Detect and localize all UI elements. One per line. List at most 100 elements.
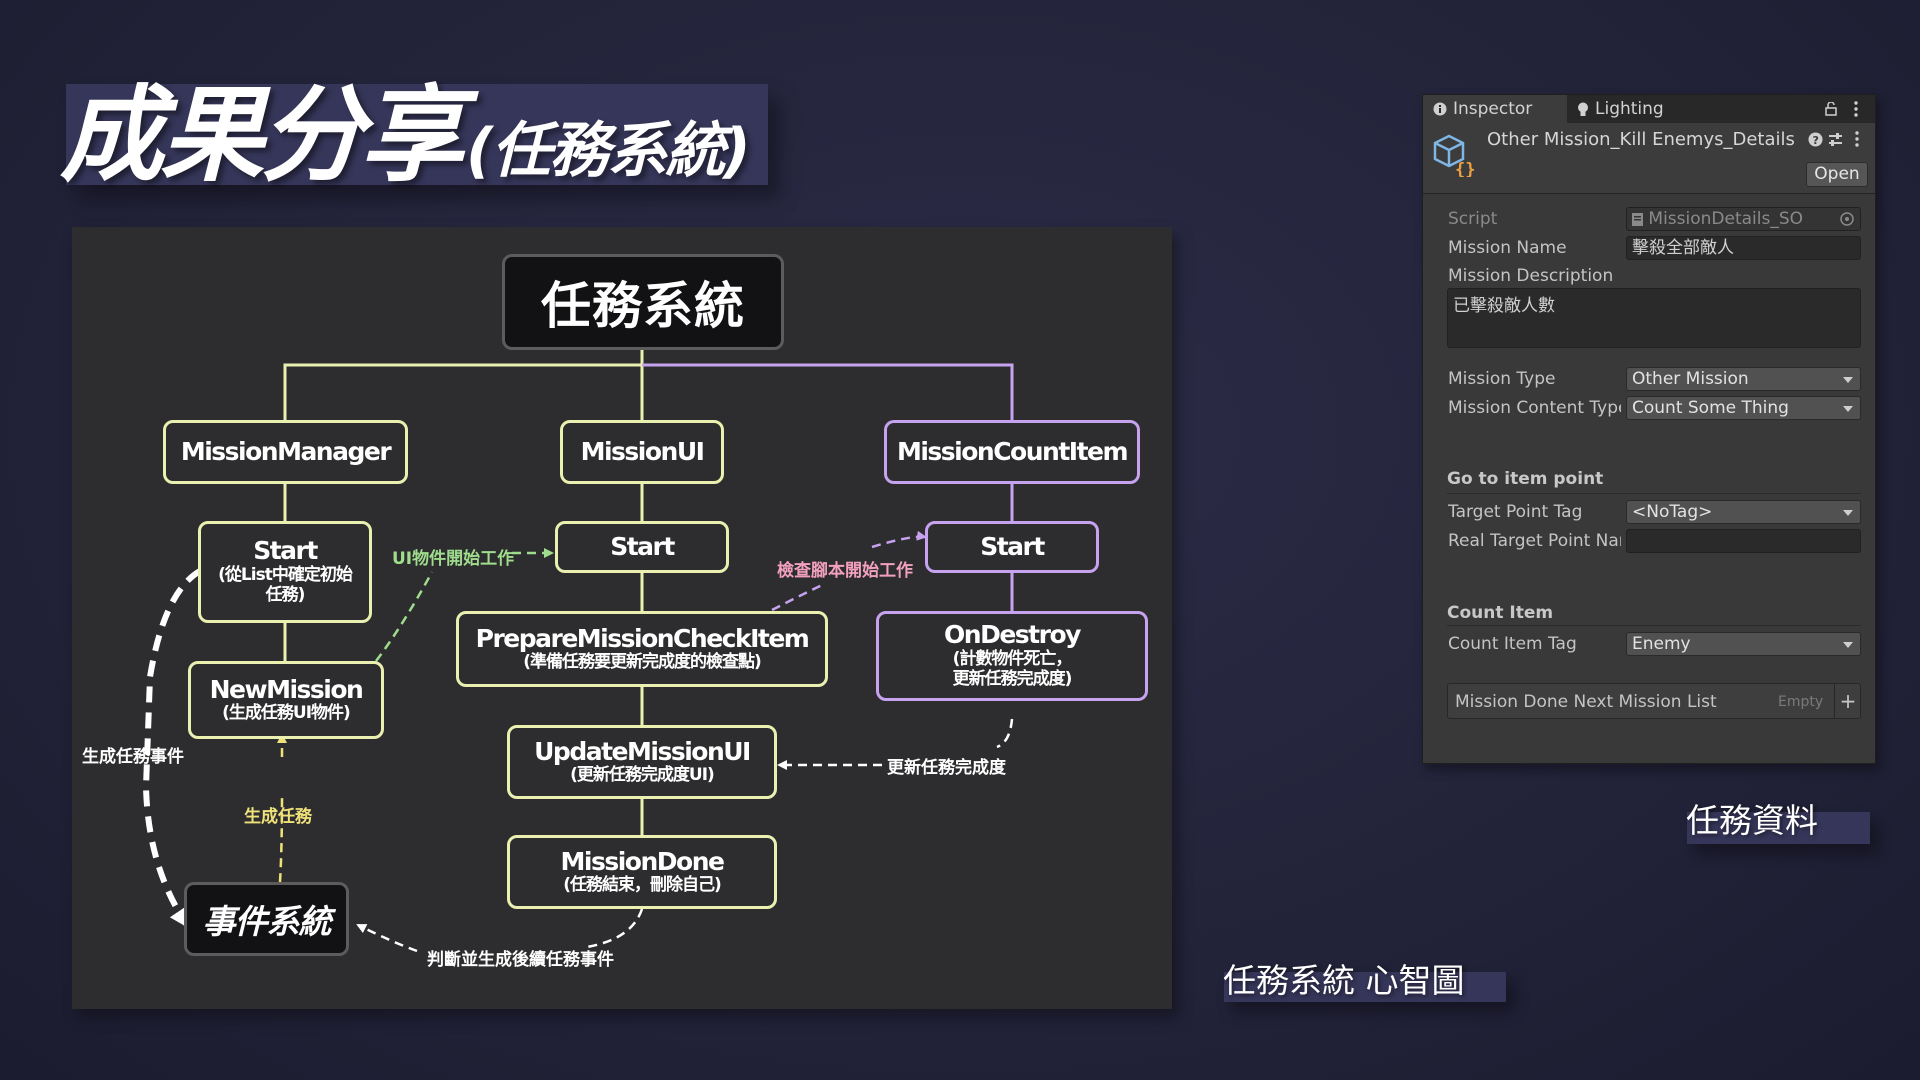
label-ui-start-work: UI物件開始工作 [392,549,515,569]
dropdown-arrow-icon [1843,406,1853,412]
on-destroy-desc-1: (計數物件死亡， [952,648,1073,669]
mission-desc-label: Mission Description [1448,266,1614,286]
mission-name-field[interactable]: 擊殺全部敵人 [1626,236,1861,260]
dropdown-arrow-icon [1843,377,1853,383]
update-ui-desc: (更新任務完成度UI) [570,764,715,785]
mm-start-title: Start [253,536,318,566]
add-list-item-button[interactable]: + [1834,684,1861,718]
mission-ui-title: MissionUI [580,436,705,466]
help-icon[interactable]: ? [1808,132,1823,147]
target-tag-dropdown[interactable]: <NoTag> [1626,500,1861,524]
tab-lighting[interactable]: Lighting [1571,95,1697,123]
target-tag-label: Target Point Tag [1448,502,1583,522]
mission-count-item-title: MissionCountItem [896,436,1129,466]
info-icon [1433,102,1447,116]
mm-start-node: Start (從List中確定初始 任務) [198,521,372,623]
ui-start-title: Start [610,531,675,561]
tab-lighting-label: Lighting [1595,99,1664,119]
mission-manager-title: MissionManager [180,436,392,466]
mission-type-dropdown[interactable]: Other Mission [1626,367,1861,391]
on-destroy-node: OnDestroy (計數物件死亡， 更新任務完成度) [876,611,1148,701]
label-update-progress: 更新任務完成度 [887,758,1006,778]
tab-inspector[interactable]: Inspector [1423,95,1567,123]
real-target-label: Real Target Point Name [1448,531,1621,551]
label-gen-event: 生成任務事件 [82,747,184,767]
count-tag-value: Enemy [1632,634,1691,654]
next-mission-list-empty: Empty [1778,694,1824,710]
inspector-panel: Inspector Lighting {} Other Mission_Kill… [1422,94,1876,764]
mission-count-item-node: MissionCountItem [884,420,1140,484]
target-tag-value: <NoTag> [1632,502,1713,522]
mission-ui-node: MissionUI [560,420,724,484]
object-name: Other Mission_Kill Enemys_Details [1487,129,1795,150]
ci-start-title: Start [980,531,1045,561]
label-check-start-work: 檢查腳本開始工作 [777,561,913,581]
open-button-label: Open [1814,164,1860,184]
mission-name-label: Mission Name [1448,238,1567,258]
script-label: Script [1448,209,1498,229]
count-tag-label: Count Item Tag [1448,634,1577,654]
root-node-title: 任務系統 [541,277,745,335]
dropdown-arrow-icon [1843,642,1853,648]
label-gen-mission: 生成任務 [244,807,312,827]
mission-done-title: MissionDone [560,846,725,876]
title-highlight-bar [66,84,768,185]
section-count-divider [1447,625,1861,626]
kebab-menu-icon[interactable] [1853,101,1859,117]
mission-type-value: Other Mission [1632,369,1749,389]
mm-start-desc-2: 任務) [265,585,306,606]
inspector-header: {} Other Mission_Kill Enemys_Details ? O… [1423,123,1875,194]
prepare-check-node: PrepareMissionCheckItem (準備任務要更新完成度的檢查點) [456,611,828,687]
count-tag-dropdown[interactable]: Enemy [1626,632,1861,656]
next-mission-list-header[interactable]: Mission Done Next Mission List Empty + [1447,683,1861,719]
slide-title-main: 成果分享 [60,74,464,196]
section-goto-header: Go to item point [1447,469,1604,489]
content-type-dropdown[interactable]: Count Some Thing [1626,396,1861,420]
caption-mindmap-bar [1224,972,1506,1002]
ui-start-node: Start [555,521,729,573]
script-value: MissionDetails_SO [1648,209,1804,229]
section-goto-divider [1447,493,1861,494]
caption-data-bar [1687,812,1870,844]
open-button[interactable]: Open [1806,162,1868,187]
real-target-field[interactable] [1626,529,1861,553]
inspector-tab-bar: Inspector Lighting [1423,95,1875,123]
label-judge-generate: 判斷並生成後續任務事件 [427,950,614,970]
new-mission-title: NewMission [209,674,364,704]
mission-name-value: 擊殺全部敵人 [1632,238,1734,258]
slide-title-sub: (任務系統) [466,116,751,186]
next-mission-list-label: Mission Done Next Mission List [1455,692,1717,712]
script-field: MissionDetails_SO [1626,207,1861,231]
content-type-label: Mission Content Type [1448,398,1621,418]
root-node: 任務系統 [502,254,784,350]
section-count-header: Count Item [1447,603,1554,623]
update-ui-node: UpdateMissionUI (更新任務完成度UI) [507,725,777,799]
mission-manager-node: MissionManager [163,420,408,484]
ci-start-node: Start [925,521,1099,573]
on-destroy-desc-2: 更新任務完成度) [952,669,1073,690]
svg-text:?: ? [1813,134,1819,147]
prepare-check-desc: (準備任務要更新完成度的檢查點) [523,651,762,672]
on-destroy-title: OnDestroy [944,620,1081,650]
dropdown-arrow-icon [1843,510,1853,516]
add-list-item-label: + [1839,689,1857,713]
lock-icon[interactable] [1825,102,1837,116]
new-mission-node: NewMission (生成任務UI物件) [188,661,384,739]
prepare-check-title: PrepareMissionCheckItem [475,623,810,653]
diagram-connectors [142,350,1014,953]
preset-icon[interactable] [1828,132,1843,147]
caption-mission-data: 任務資料 [1686,801,1818,840]
script-file-icon [1632,213,1643,226]
mission-done-desc: (任務結束，刪除自己) [563,874,722,895]
slide-title: 成果分享(任務系統) [60,50,751,201]
object-picker-icon[interactable] [1840,212,1854,226]
mission-desc-textarea[interactable]: 已擊殺敵人數 [1447,288,1861,348]
mission-done-node: MissionDone (任務結束，刪除自己) [507,835,777,909]
header-kebab-icon[interactable] [1854,131,1860,147]
content-type-label-text: Mission Content Type [1448,398,1621,418]
scriptable-object-icon: {} [1433,134,1475,177]
content-type-value: Count Some Thing [1632,398,1789,418]
mm-start-desc-1: (從List中確定初始 [218,564,353,585]
caption-mindmap: 任務系統 心智圖 [1223,961,1465,1000]
real-target-label-text: Real Target Point Name [1448,531,1621,551]
